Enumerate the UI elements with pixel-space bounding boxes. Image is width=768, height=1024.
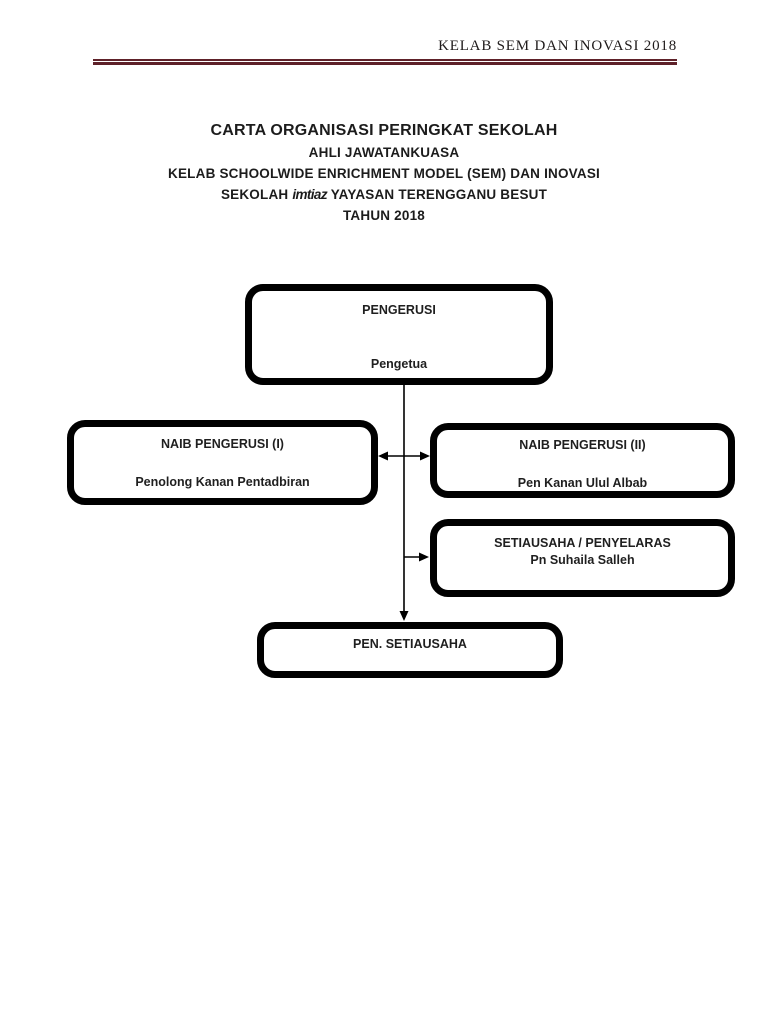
title-line-4: SEKOLAH imtiaz YAYASAN TERENGGANU BESUT [0, 184, 768, 205]
title-line-4-suffix: YAYASAN TERENGGANU BESUT [326, 187, 548, 202]
title-line-4-prefix: SEKOLAH [220, 187, 293, 202]
connector-naib-arrowhead-left [378, 451, 388, 461]
title-line-1: CARTA ORGANISASI PERINGKAT SEKOLAH [210, 122, 558, 139]
org-box-pen-setiausaha: PEN. SETIAUSAHA [257, 622, 563, 678]
page-header: KELAB SEM DAN INOVASI 2018 [93, 38, 677, 65]
org-box-pengerusi: PENGERUSI Pengetua [245, 284, 553, 385]
imtiaz-logo-word: imtiaz [292, 187, 327, 202]
org-box-setiausaha: SETIAUSAHA / PENYELARAS Pn Suhaila Salle… [430, 519, 735, 597]
org-box-naib-pengerusi-1-name: Penolong Kanan Pentadbiran [135, 475, 310, 489]
header-double-rule [93, 59, 677, 65]
connector-setiausaha-arrowhead-right [419, 552, 429, 562]
org-box-setiausaha-name: Pn Suhaila Salleh [530, 553, 635, 567]
org-box-naib-pengerusi-1-title: NAIB PENGERUSI (I) [161, 437, 284, 451]
org-box-naib-pengerusi-1: NAIB PENGERUSI (I) Penolong Kanan Pentad… [67, 420, 378, 505]
title-line-2: AHLI JAWATANKUASA [308, 145, 460, 160]
title-block: CARTA ORGANISASI PERINGKAT SEKOLAH AHLI … [0, 120, 768, 226]
org-box-pengerusi-title: PENGERUSI [362, 303, 436, 317]
org-box-pengerusi-name: Pengetua [370, 357, 428, 371]
connector-naib-arrowhead-right [420, 451, 430, 461]
org-box-naib-pengerusi-2: NAIB PENGERUSI (II) Pen Kanan Ulul Albab [430, 423, 735, 498]
connector-spine-arrowhead-down [399, 611, 409, 621]
org-box-naib-pengerusi-2-title: NAIB PENGERUSI (II) [519, 438, 646, 452]
header-title: KELAB SEM DAN INOVASI 2018 [438, 38, 677, 54]
org-box-naib-pengerusi-2-name: Pen Kanan Ulul Albab [517, 476, 648, 490]
org-box-setiausaha-title: SETIAUSAHA / PENYELARAS [494, 536, 671, 550]
org-box-pen-setiausaha-title: PEN. SETIAUSAHA [353, 637, 467, 651]
title-line-5: TAHUN 2018 [342, 208, 426, 223]
title-line-3: KELAB SCHOOLWIDE ENRICHMENT MODEL (SEM) … [168, 166, 600, 181]
